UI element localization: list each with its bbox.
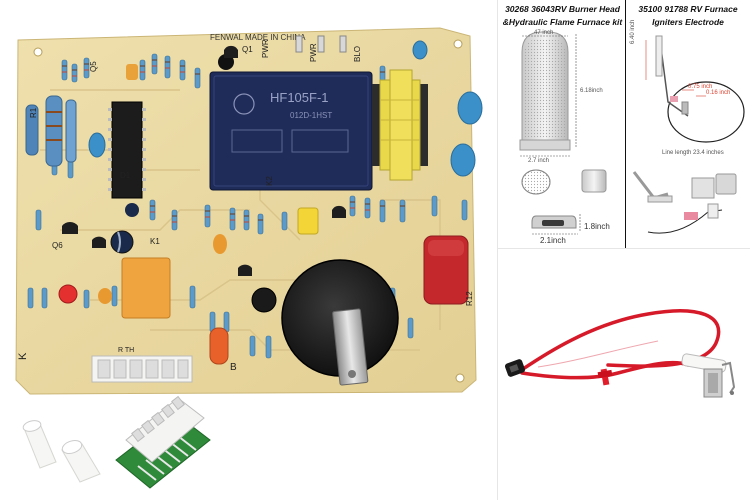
label-r12: R12 <box>465 291 474 306</box>
burner-sleeve <box>581 169 607 193</box>
power-resistors <box>25 95 77 167</box>
label-pwr2: PWR <box>309 43 318 62</box>
label-b: B <box>230 362 237 373</box>
igniter-title: 35100 91788 RV Furnace Igniters Electrod… <box>638 4 738 27</box>
label-q5: Q5 <box>89 61 98 72</box>
igniter-dim-3: 0.16 inch <box>706 90 731 96</box>
transformer <box>372 69 428 181</box>
relay-model-text: HF105F-1 <box>270 90 329 105</box>
burner-dim-base: 2.7 inch <box>528 158 550 164</box>
film-capacitors <box>88 40 483 177</box>
red-led <box>58 284 78 304</box>
transistors <box>62 45 346 276</box>
control-board-photo: FENWAL MADE IN CHINA <box>15 27 483 489</box>
igniter-dim-length: Line length 23.4 inches <box>662 150 724 156</box>
spare-parts <box>22 395 211 489</box>
label-k: K <box>17 352 29 360</box>
electrode-panel <box>498 249 750 500</box>
igniter-wire-loop <box>655 35 745 143</box>
ceramic-electrode <box>681 353 736 398</box>
label-q6: Q6 <box>52 241 63 250</box>
panel-separator <box>625 0 626 248</box>
igniter-dim-2: 0.75 inch <box>688 84 713 90</box>
main-relay: HF105F-1 012D-1HST <box>209 71 373 191</box>
zip-tie <box>597 368 613 386</box>
divider-vertical <box>497 0 498 500</box>
label-r1: R1 <box>29 107 38 118</box>
spade-terminals <box>295 35 347 53</box>
igniter-dim-1: 6.40 inch <box>630 19 636 44</box>
burner-dim-width: 47 inch <box>534 30 554 36</box>
green-connector-board <box>115 395 211 489</box>
orange-components <box>98 64 229 365</box>
label-blo: BLO <box>353 46 362 62</box>
electrode-illustration <box>504 309 736 398</box>
igniter-detail-photo <box>632 171 737 203</box>
board-header-connector <box>91 355 193 383</box>
label-k2: K2 <box>265 176 274 186</box>
pcb-maker-text: FENWAL MADE IN CHINA <box>210 33 306 42</box>
igniter-panel: 35100 91788 RV Furnace Igniters Electrod… <box>626 0 750 248</box>
relay-sub-text: 012D-1HST <box>290 111 332 120</box>
resistor-array <box>27 53 468 359</box>
burner-illustration <box>519 31 607 235</box>
label-d1: D1 <box>120 171 131 180</box>
pcb-illustration: FENWAL MADE IN CHINA <box>15 27 483 489</box>
potentiometer <box>281 259 399 386</box>
wire-connector <box>504 359 526 377</box>
label-rth: R TH <box>118 347 134 354</box>
burner-title: 30268 36043RV Burner Head &Hydraulic Fla… <box>502 4 623 27</box>
divider-horizontal <box>498 248 750 249</box>
burner-base <box>531 215 577 229</box>
igniter-full-photo <box>647 203 723 234</box>
burner-head <box>519 31 571 151</box>
yellow-capacitor <box>297 207 319 235</box>
ic-chip <box>108 101 146 199</box>
red-capacitor <box>423 235 469 305</box>
label-k1: K1 <box>150 237 160 246</box>
burner-dim-small-w: 2.1inch <box>540 236 566 245</box>
label-q1: Q1 <box>242 45 253 54</box>
igniter-illustration <box>632 35 745 234</box>
label-pwr1: PWR <box>261 39 270 58</box>
burner-dim-small-h: 1.8inch <box>584 222 610 231</box>
burner-head-panel: 30268 36043RV Burner Head &Hydraulic Fla… <box>500 0 625 248</box>
red-wire <box>518 309 721 380</box>
burner-cap <box>521 169 551 195</box>
white-spacer-tubes <box>22 420 101 483</box>
burner-dim-height: 6.18inch <box>580 88 603 94</box>
